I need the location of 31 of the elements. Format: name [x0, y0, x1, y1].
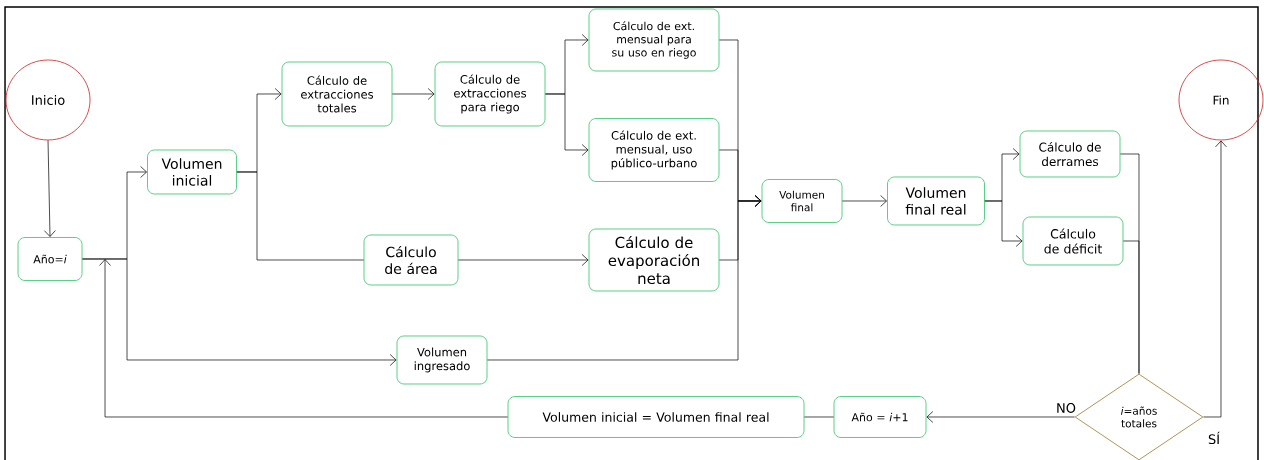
connector-line: [804, 416, 834, 418]
connector-line: [1123, 240, 1140, 374]
arrow: [82, 258, 397, 366]
process-box: Año = i+1: [833, 396, 927, 438]
process-box: Cálculo de área: [363, 234, 459, 286]
edge-label: NO: [1055, 402, 1077, 414]
arrow: [99, 259, 508, 418]
arrow: [842, 195, 887, 207]
arrow: [44, 140, 56, 237]
arrow: [487, 195, 762, 361]
process-box: Cálculo de déficit: [1022, 216, 1124, 266]
process-box: Cálculo de extracciones para riego: [434, 61, 546, 127]
process-box: Cálculo de ext. mensual, uso público-urbano: [588, 118, 720, 182]
edge-label: SÍ: [1206, 430, 1222, 446]
process-box: Volumen ingresado: [396, 335, 488, 385]
process-box: Volumen final real: [887, 176, 985, 226]
process-box: Volumen inicial = Volumen final real: [507, 396, 805, 438]
arrow: [984, 200, 1023, 247]
process-box: Volumen inicial: [147, 149, 237, 195]
arrow: [458, 254, 589, 266]
process-box: Volumen final: [761, 179, 843, 223]
process-box: Año=i: [17, 237, 83, 281]
arrow: [392, 88, 435, 100]
process-box: Cálculo de derrames: [1019, 130, 1121, 178]
process-box: Cálculo de extracciones totales: [281, 61, 393, 127]
process-box: Cálculo de ext. mensual para su uso en riego: [588, 8, 720, 72]
arrow: [926, 411, 1075, 423]
arrow: [1203, 140, 1227, 418]
connector-line: [236, 171, 364, 261]
process-box: Cálculo de evaporación neta: [588, 228, 720, 292]
arrow: [545, 93, 589, 156]
